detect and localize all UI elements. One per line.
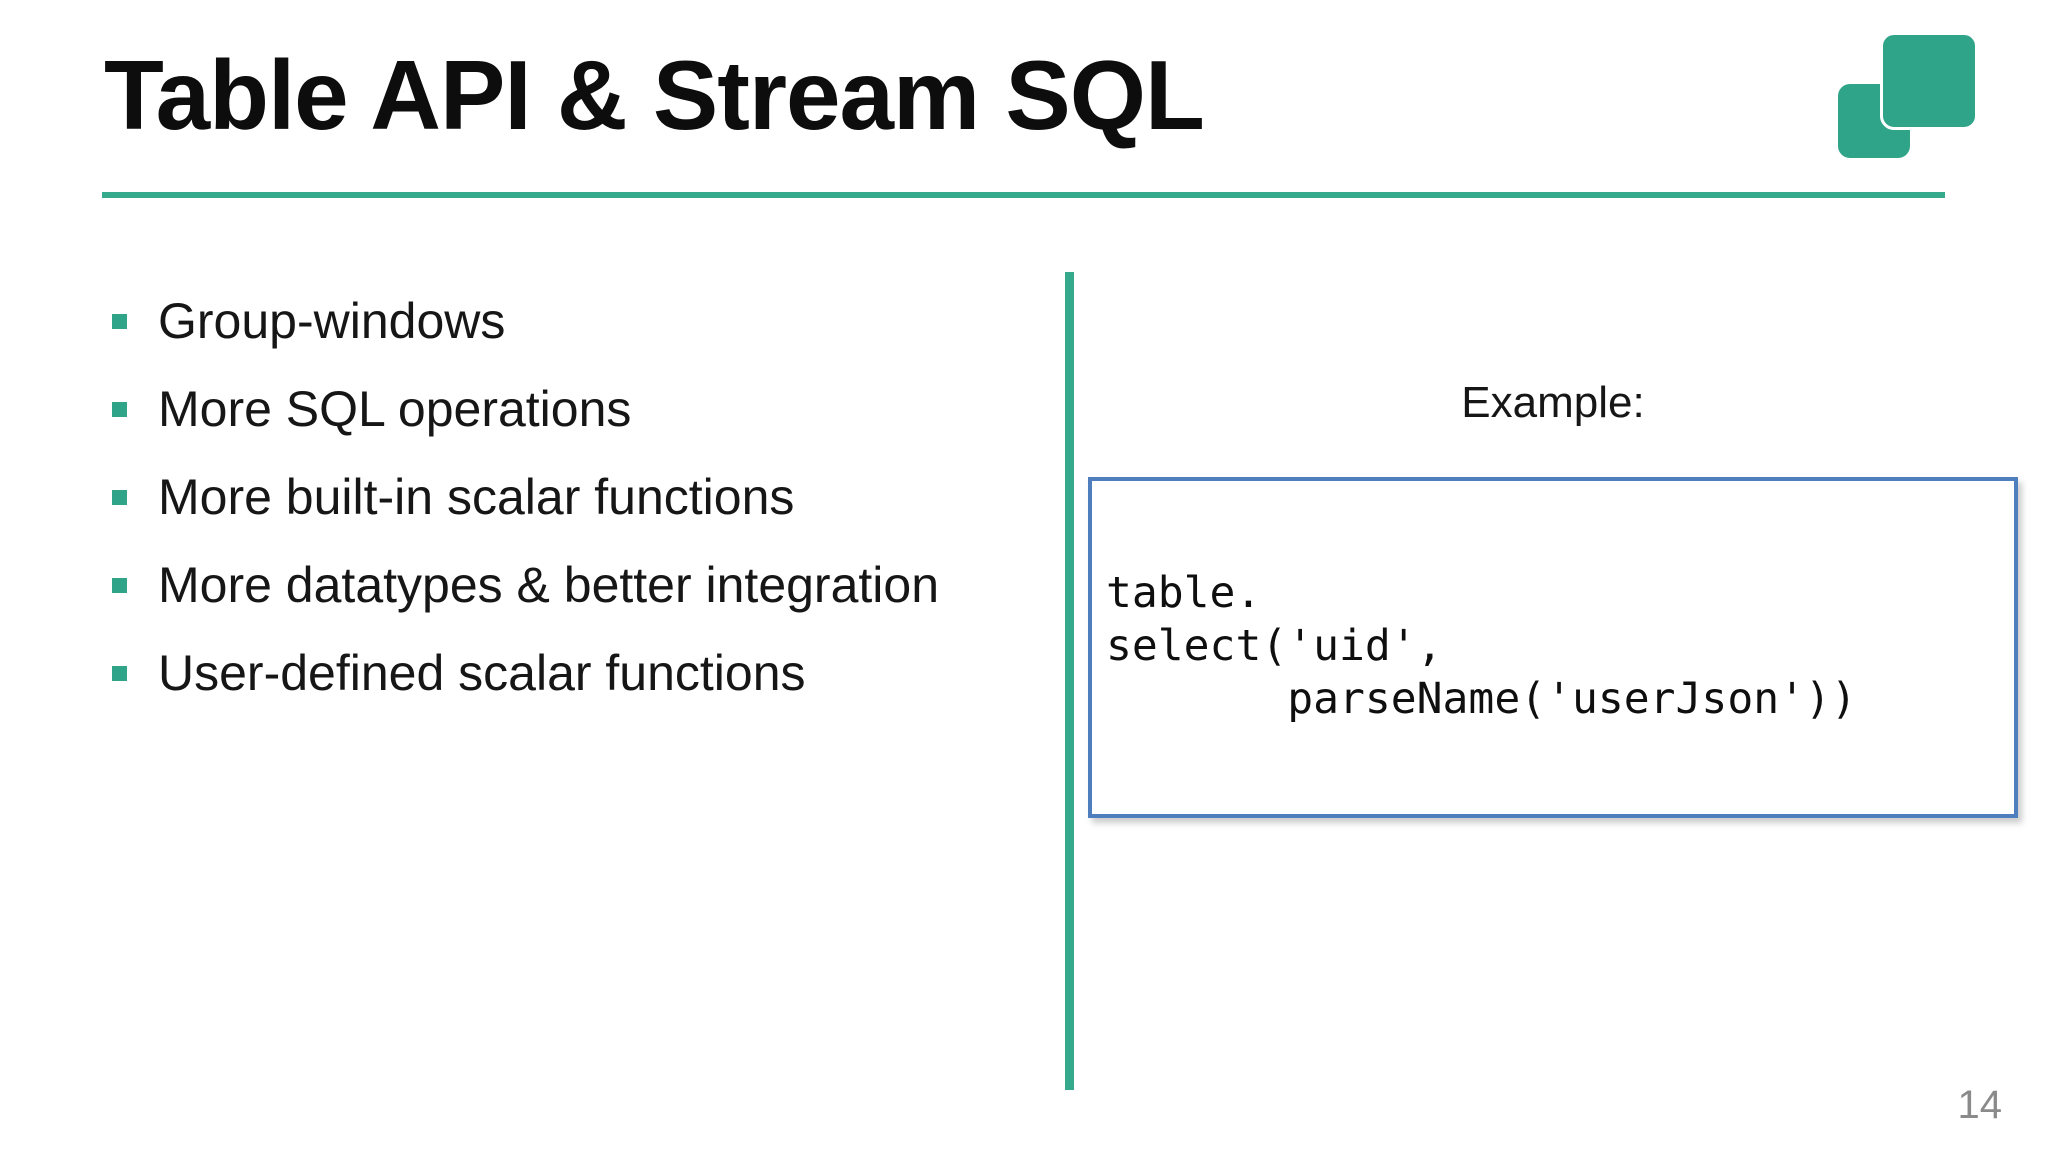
list-item: More SQL operations (112, 376, 1012, 442)
bullet-list: Group-windows More SQL operations More b… (112, 288, 1012, 728)
list-item-label: More SQL operations (158, 381, 632, 437)
bullet-square-icon (112, 666, 127, 681)
page-title: Table API & Stream SQL (104, 40, 1205, 150)
vertical-divider (1065, 272, 1074, 1090)
list-item-label: More datatypes & better integration (158, 557, 940, 613)
bullet-square-icon (112, 314, 127, 329)
brand-logo (1838, 32, 1978, 158)
code-snippet: table. select('uid', parseName('userJson… (1106, 568, 1857, 724)
list-item: User-defined scalar functions (112, 640, 1012, 706)
list-item-label: User-defined scalar functions (158, 645, 806, 701)
bullet-square-icon (112, 490, 127, 505)
page-number: 14 (1957, 1083, 2003, 1127)
code-example-box: table. select('uid', parseName('userJson… (1088, 477, 2018, 818)
bullet-square-icon (112, 578, 127, 593)
logo-square-front-icon (1880, 32, 1978, 130)
list-item: Group-windows (112, 288, 1012, 354)
title-underline-rule (102, 192, 1945, 198)
example-label: Example: (1461, 378, 1645, 427)
list-item: More datatypes & better integration (112, 552, 1012, 618)
list-item-label: Group-windows (158, 293, 506, 349)
list-item-label: More built-in scalar functions (158, 469, 795, 525)
bullet-square-icon (112, 402, 127, 417)
list-item: More built-in scalar functions (112, 464, 1012, 530)
